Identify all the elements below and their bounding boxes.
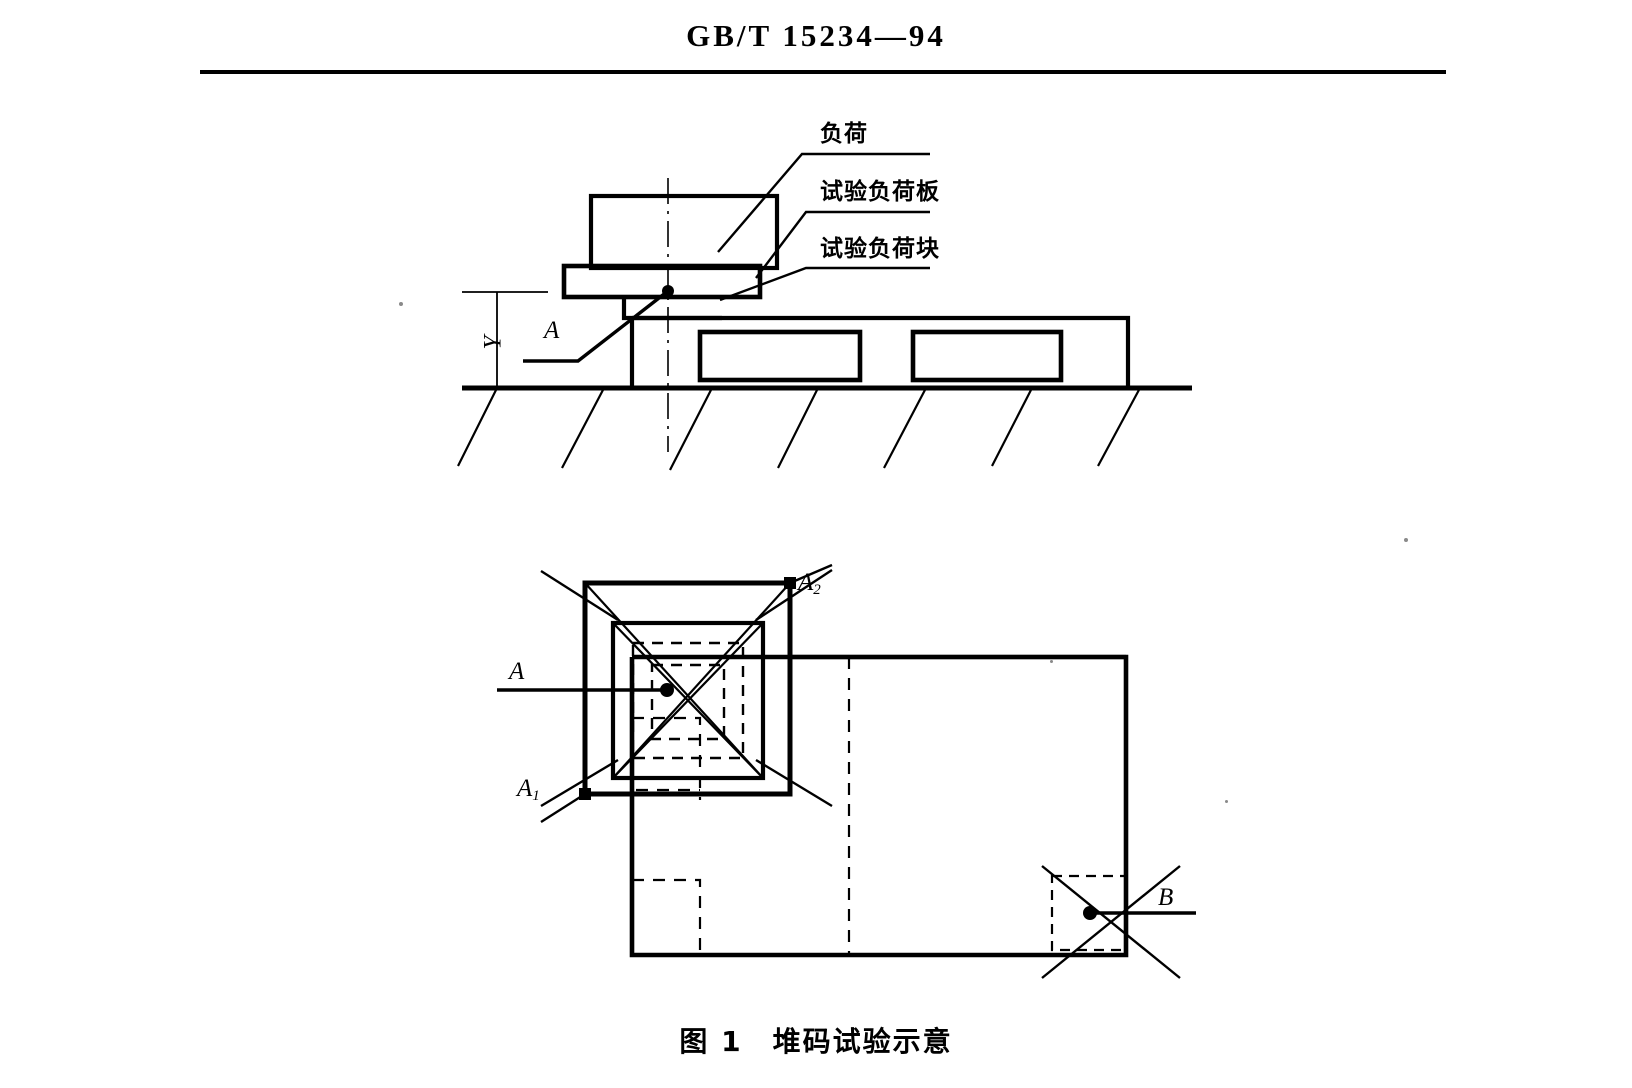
label-load: 负荷: [820, 121, 868, 147]
page-header: GB/T 15234—94: [0, 18, 1632, 54]
label-point-b: B: [1158, 884, 1174, 911]
corner-marker-b-cross: [1041, 865, 1181, 979]
corner-marker-a1: [579, 788, 591, 800]
label-point-a1: A1: [517, 776, 540, 804]
stack-outline-outer: [582, 580, 793, 797]
centre-point-marker-a: [660, 683, 674, 697]
plan-view: [497, 563, 1196, 979]
leader-test-load-block: [719, 266, 930, 302]
label-test-load-plate: 试验负荷板: [820, 179, 940, 205]
label-point-a1-sub: 1: [532, 788, 540, 805]
standard-number: GB/T 15234—94: [686, 18, 946, 53]
stack-corner-extensions: [540, 568, 833, 808]
figure-caption: 图 1 堆码试验示意: [679, 1025, 953, 1058]
scan-speck: [1050, 660, 1053, 663]
label-point-a-plan: A: [509, 658, 525, 685]
label-test-load-block: 试验负荷块: [820, 236, 940, 262]
corner-marker-a2: [784, 577, 796, 589]
label-point-a2: A2: [798, 570, 821, 598]
stack-outline-dashed-small: [650, 663, 726, 741]
label-point-a2-base: A: [798, 569, 814, 596]
label-point-a1-base: A: [517, 775, 533, 802]
scan-speck: [1225, 800, 1228, 803]
stack-corner-diagonals: [584, 582, 791, 779]
pallet-body: [632, 315, 1131, 388]
corner-marker-b-square: [1050, 874, 1128, 952]
pallet-plan-dashed-lines: [632, 657, 851, 955]
scan-speck: [1404, 538, 1408, 542]
scan-speck: [399, 302, 403, 306]
label-dimension-y: Y: [479, 335, 507, 350]
load-support-post: [621, 297, 722, 388]
label-point-a2-sub: 2: [813, 582, 821, 599]
stack-centre-diagonals: [612, 622, 764, 779]
pallet-opening-left: [697, 329, 863, 383]
header-rule: [200, 70, 1446, 74]
load-block-rect: [588, 193, 780, 271]
leader-point-a1: [540, 792, 586, 824]
pallet-plan-rect: [629, 654, 1129, 958]
stack-outline-dashed: [631, 641, 745, 760]
stack-outline-inner: [610, 620, 766, 781]
centre-point-marker-b: [1083, 906, 1097, 920]
label-point-a-elevation: A: [544, 317, 560, 344]
ground-hatching: [457, 387, 1141, 471]
contact-point-marker: [662, 285, 674, 297]
load-plate-rect: [561, 263, 763, 300]
pallet-opening-right: [910, 329, 1064, 383]
